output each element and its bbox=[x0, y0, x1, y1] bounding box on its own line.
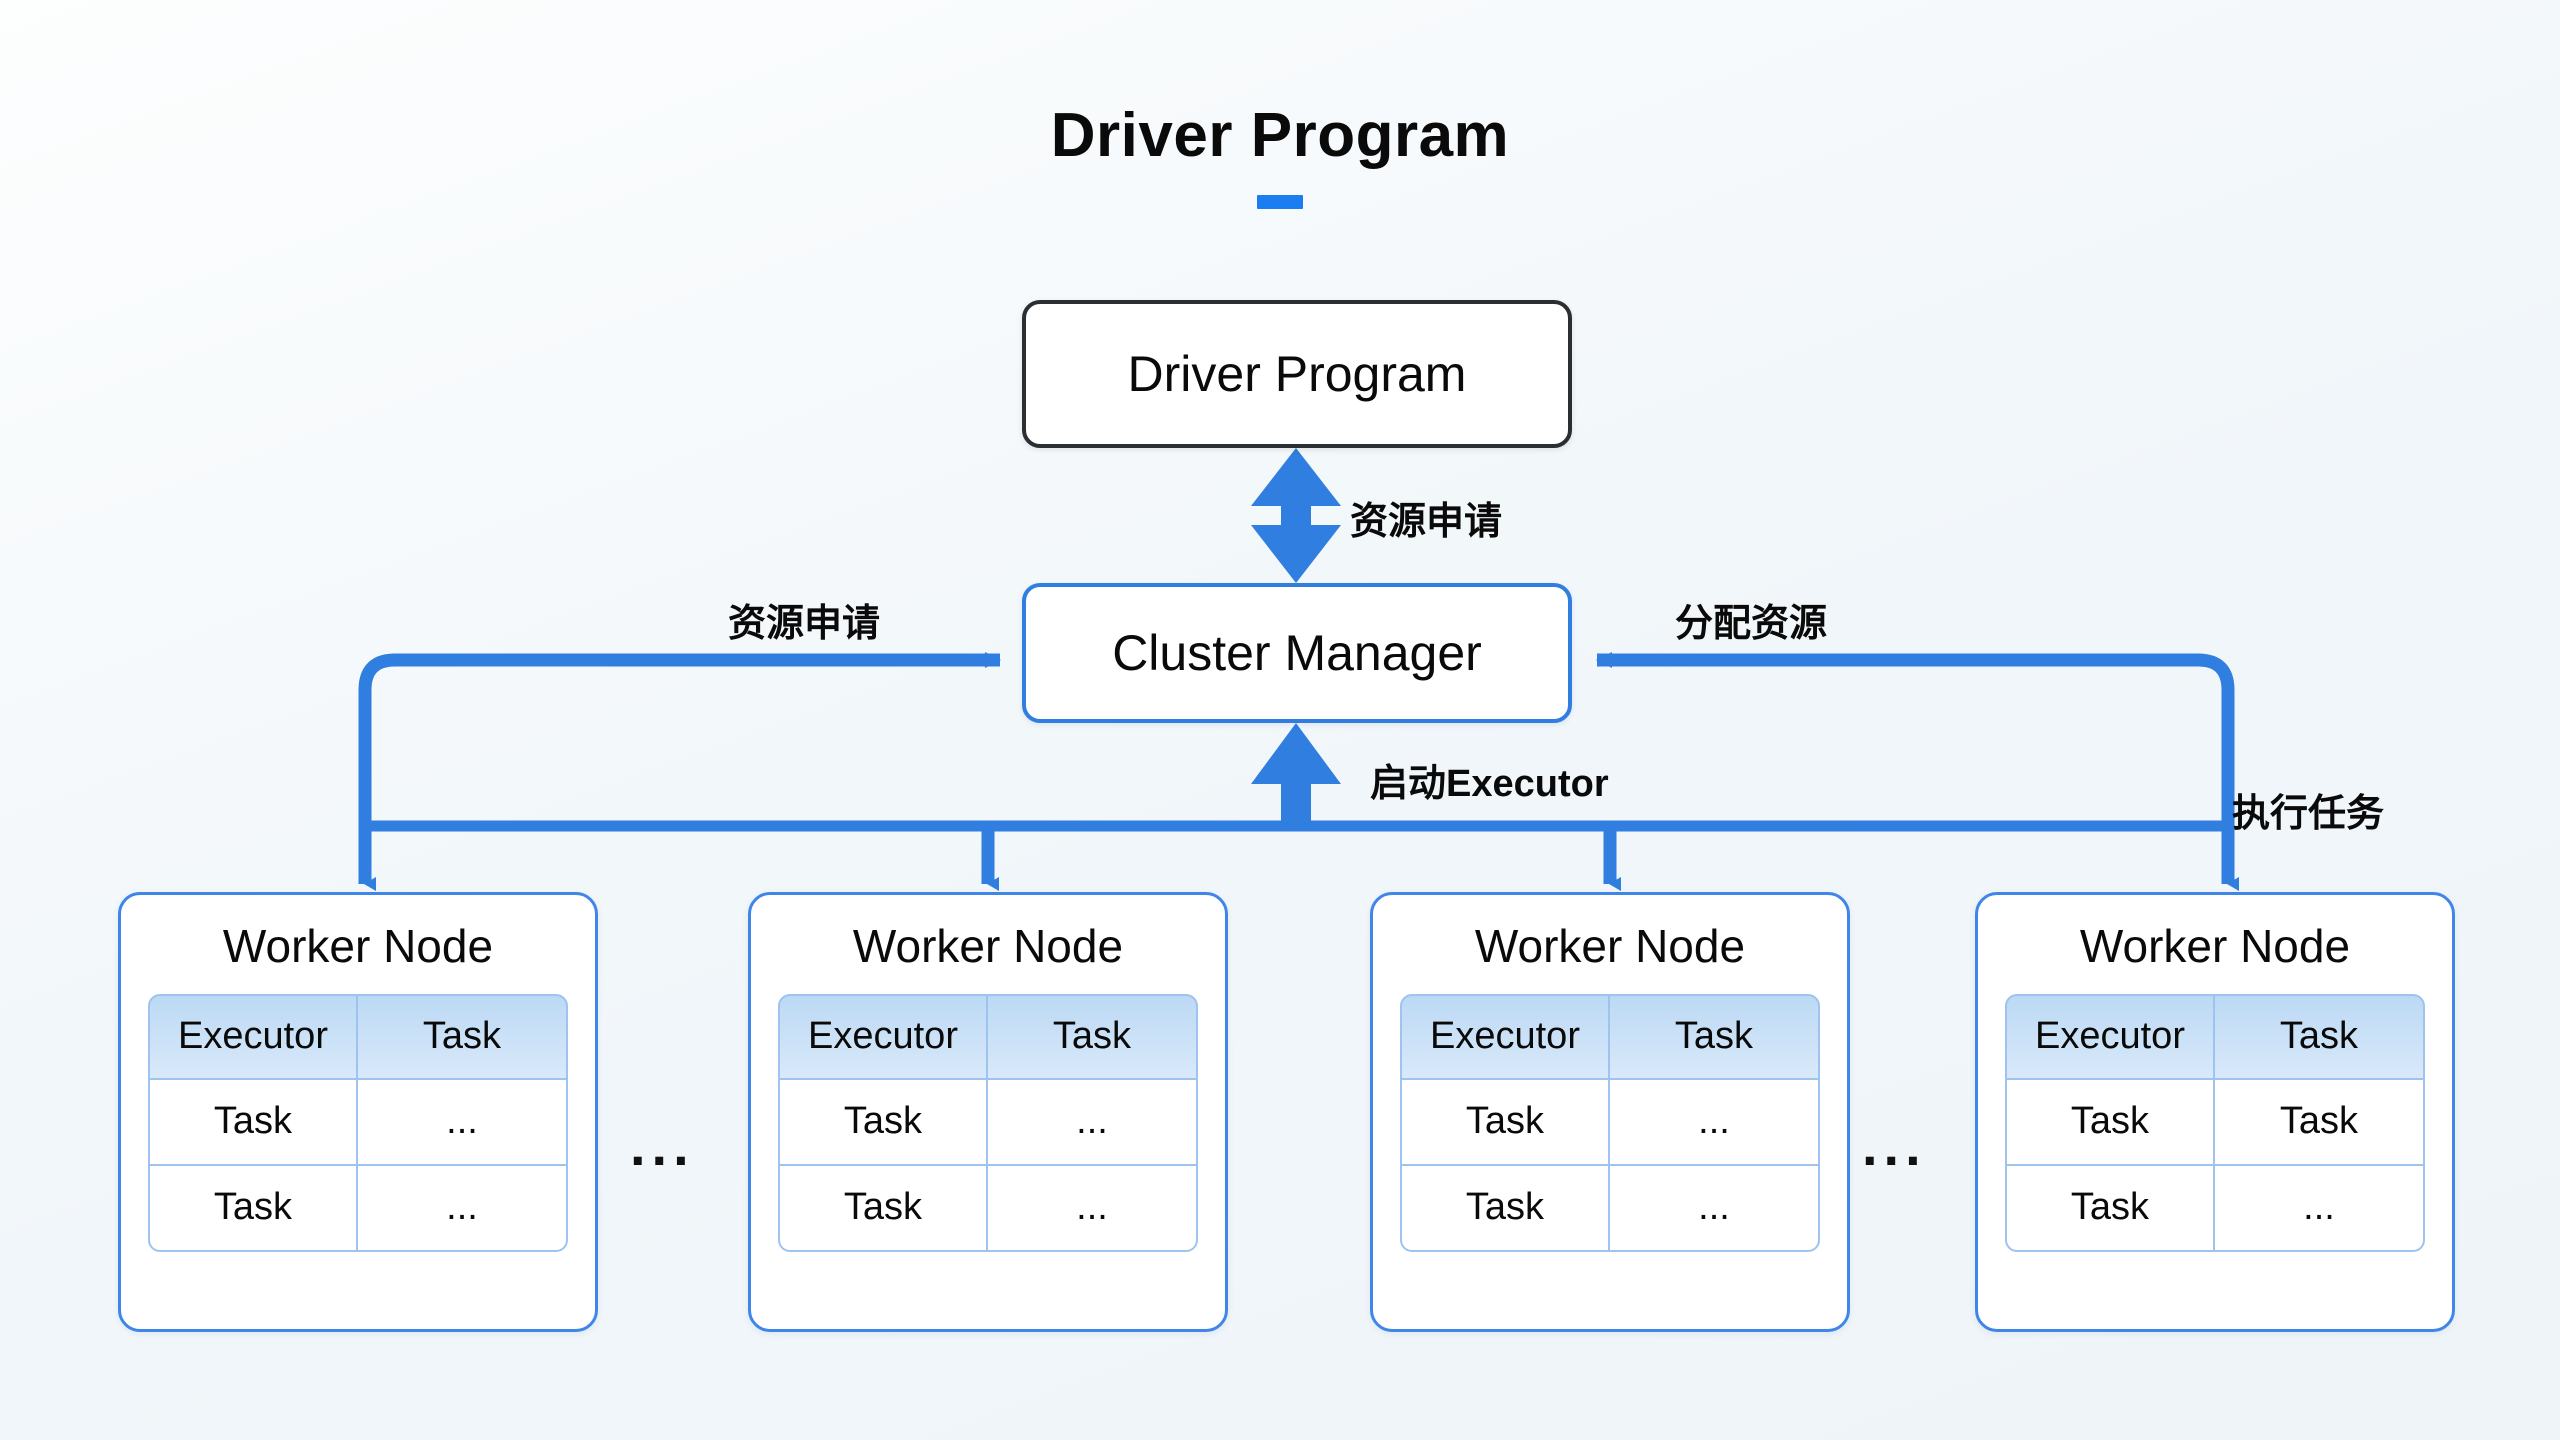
edge-start-executor bbox=[1251, 723, 1341, 826]
cell-task: ... bbox=[1610, 1165, 1820, 1252]
column-header-executor: Executor bbox=[148, 993, 358, 1080]
table-header-row: Executor Task bbox=[148, 993, 568, 1080]
executor-task-table: Executor Task Task ... Task ... bbox=[148, 993, 568, 1252]
cell-executor: Task bbox=[778, 1165, 988, 1252]
edge-label-right-allocate: 分配资源 bbox=[1675, 603, 1828, 645]
edge-driver-cluster-manager bbox=[1251, 448, 1341, 583]
cell-executor: Task bbox=[778, 1079, 988, 1166]
cell-task: ... bbox=[358, 1165, 568, 1252]
cell-task: Task bbox=[2215, 1079, 2425, 1166]
table-row: Task ... bbox=[2005, 1165, 2425, 1252]
cell-task: ... bbox=[988, 1165, 1198, 1252]
driver-program-node[interactable]: Driver Program bbox=[1022, 300, 1572, 448]
edge-right-allocate-resource bbox=[1596, 652, 2235, 880]
column-header-executor: Executor bbox=[778, 993, 988, 1080]
page-title-block: Driver Program bbox=[0, 105, 2560, 209]
worker-node-3[interactable]: Worker Node Executor Task Task ... Task … bbox=[1370, 892, 1850, 1332]
column-header-executor: Executor bbox=[1400, 993, 1610, 1080]
column-header-task: Task bbox=[988, 993, 1198, 1080]
worker-node-title: Worker Node bbox=[852, 920, 1124, 972]
cell-executor: Task bbox=[148, 1165, 358, 1252]
cell-executor: Task bbox=[2005, 1165, 2215, 1252]
edge-label-left-request: 资源申请 bbox=[728, 603, 881, 645]
column-header-executor: Executor bbox=[2005, 993, 2215, 1080]
cell-executor: Task bbox=[1400, 1079, 1610, 1166]
cell-executor: Task bbox=[2005, 1079, 2215, 1166]
cell-executor: Task bbox=[148, 1079, 358, 1166]
table-row: Task ... bbox=[1400, 1165, 1820, 1252]
table-header-row: Executor Task bbox=[1400, 993, 1820, 1080]
cell-task: ... bbox=[2215, 1165, 2425, 1252]
cell-task: ... bbox=[358, 1079, 568, 1166]
worker-node-4[interactable]: Worker Node Executor Task Task Task Task… bbox=[1975, 892, 2455, 1332]
page-title: Driver Program bbox=[1050, 101, 1510, 170]
table-row: Task ... bbox=[148, 1165, 568, 1252]
worker-node-title: Worker Node bbox=[2079, 920, 2351, 972]
column-header-task: Task bbox=[2215, 993, 2425, 1080]
table-header-row: Executor Task bbox=[2005, 993, 2425, 1080]
edge-label-start-executor: 启动Executor bbox=[1370, 763, 1609, 805]
cluster-manager-node[interactable]: Cluster Manager bbox=[1022, 583, 1572, 723]
worker-node-title: Worker Node bbox=[222, 920, 494, 972]
column-header-task: Task bbox=[358, 993, 568, 1080]
table-row: Task ... bbox=[778, 1079, 1198, 1166]
worker-node-2[interactable]: Worker Node Executor Task Task ... Task … bbox=[748, 892, 1228, 1332]
driver-program-label: Driver Program bbox=[1127, 346, 1467, 402]
table-row: Task ... bbox=[148, 1079, 568, 1166]
title-accent-rule bbox=[1257, 195, 1303, 209]
table-row: Task ... bbox=[1400, 1079, 1820, 1166]
table-row: Task Task bbox=[2005, 1079, 2425, 1166]
worker-group-ellipsis-right: ... bbox=[1862, 1114, 1927, 1177]
executor-task-table: Executor Task Task ... Task ... bbox=[1400, 993, 1820, 1252]
worker-node-title: Worker Node bbox=[1474, 920, 1746, 972]
cluster-manager-label: Cluster Manager bbox=[1112, 625, 1482, 681]
table-header-row: Executor Task bbox=[778, 993, 1198, 1080]
worker-node-1[interactable]: Worker Node Executor Task Task ... Task … bbox=[118, 892, 598, 1332]
edge-label-execute-task: 执行任务 bbox=[2232, 793, 2385, 835]
executor-task-table: Executor Task Task ... Task ... bbox=[778, 993, 1198, 1252]
table-row: Task ... bbox=[778, 1165, 1198, 1252]
cell-task: ... bbox=[988, 1079, 1198, 1166]
column-header-task: Task bbox=[1610, 993, 1820, 1080]
cell-task: ... bbox=[1610, 1079, 1820, 1166]
edge-left-resource-request bbox=[358, 652, 1001, 880]
executor-task-table: Executor Task Task Task Task ... bbox=[2005, 993, 2425, 1252]
worker-group-ellipsis-left: ... bbox=[630, 1114, 695, 1177]
edge-label-driver-cluster: 资源申请 bbox=[1350, 501, 1503, 543]
cell-executor: Task bbox=[1400, 1165, 1610, 1252]
